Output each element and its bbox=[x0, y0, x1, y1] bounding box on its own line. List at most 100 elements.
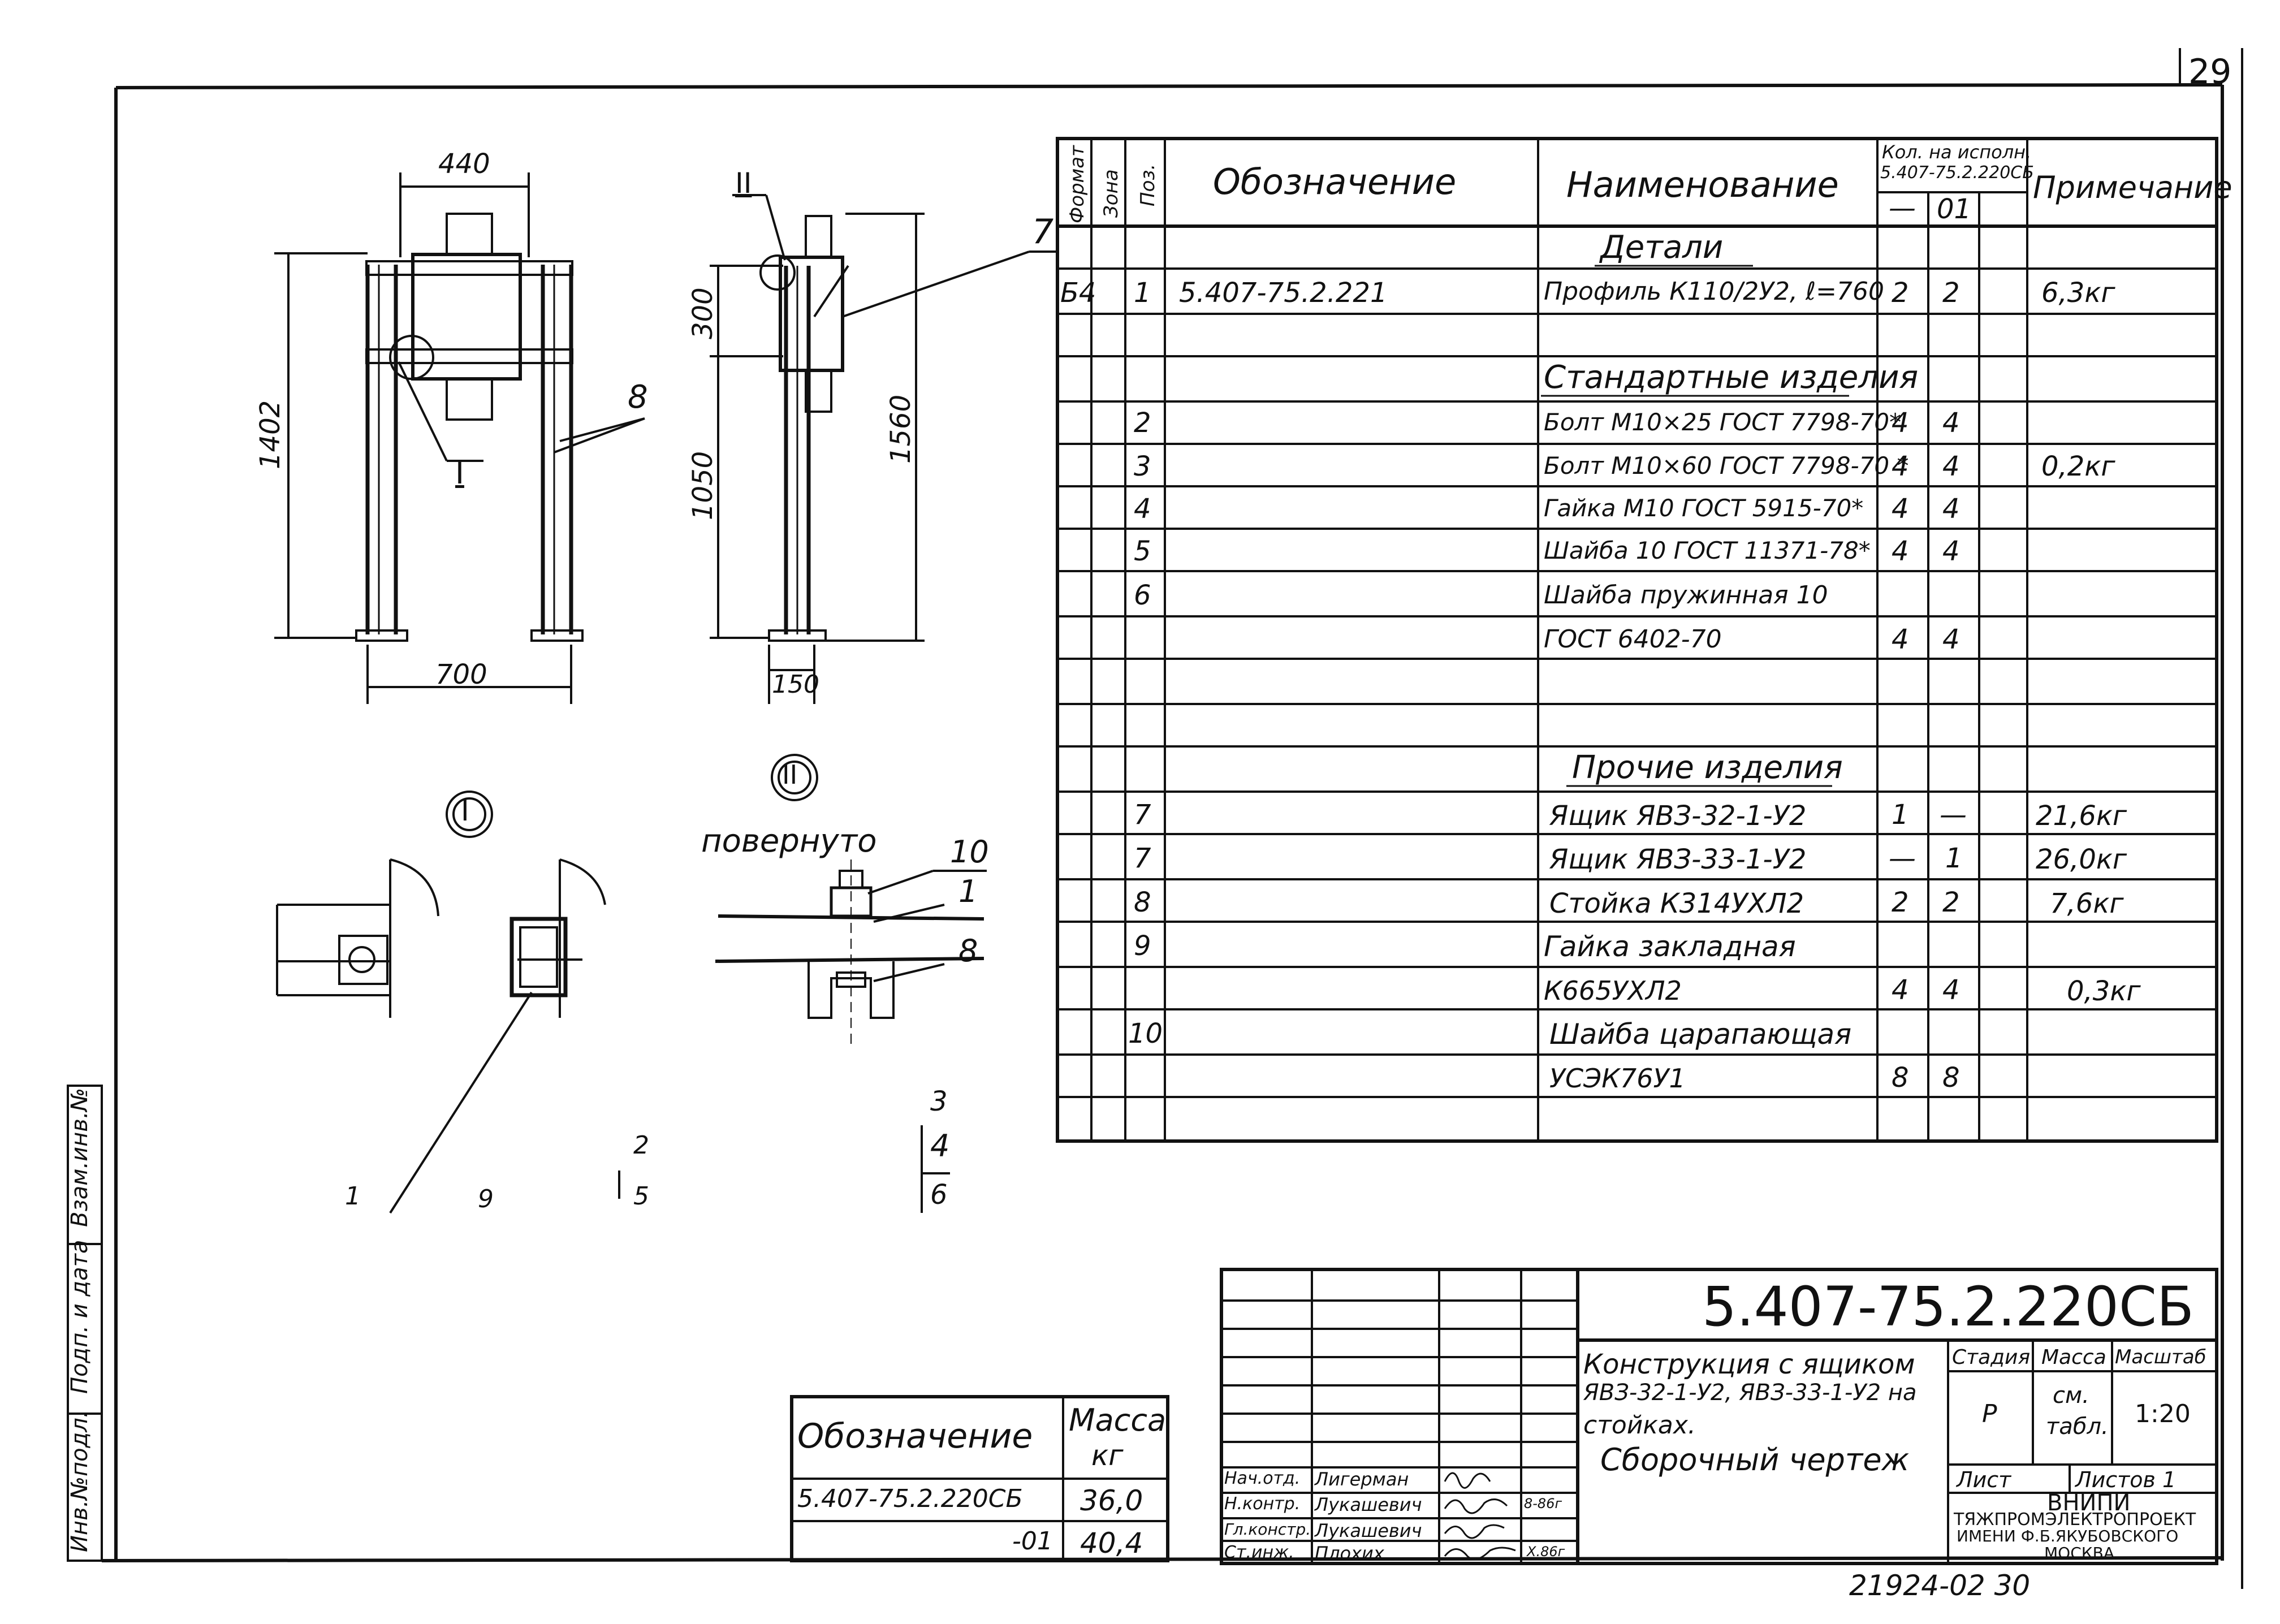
dim-1050: 1050 bbox=[687, 451, 719, 520]
row-name: Шайба 10 ГОСТ 11371-78* bbox=[1544, 537, 1871, 564]
row-qty2: 4 bbox=[1942, 493, 1960, 525]
mass-table-row1-mass: 36,0 bbox=[1080, 1484, 1143, 1517]
role-date: 8-86г bbox=[1524, 1496, 1562, 1511]
mass-value-2: табл. bbox=[2046, 1414, 2109, 1440]
role-label: Гл.констр. bbox=[1224, 1520, 1311, 1539]
header-format: Формат bbox=[1066, 145, 1089, 223]
row-qty1: 4 bbox=[1892, 624, 1909, 655]
mass-value-1: см. bbox=[2053, 1383, 2089, 1409]
callout-6: 6 bbox=[930, 1179, 948, 1211]
row-qty2: 8 bbox=[1942, 1062, 1960, 1094]
role-label: Н.контр. bbox=[1224, 1494, 1301, 1514]
dim-440: 440 bbox=[438, 148, 490, 180]
row-pos: 7 bbox=[1134, 799, 1151, 831]
org-line3: ИМЕНИ Ф.Б.ЯКУБОВСКОГО bbox=[1957, 1527, 2179, 1545]
role-name: Лукашевич bbox=[1315, 1494, 1422, 1515]
row-qty2: 4 bbox=[1942, 407, 1960, 439]
callout-detail-II: II bbox=[735, 167, 752, 200]
mass-table-designation-header: Обозначение bbox=[797, 1416, 1033, 1456]
row-qty2: — bbox=[1940, 799, 1967, 831]
row-qty1: 2 bbox=[1892, 887, 1909, 918]
row-pos: 4 bbox=[1134, 493, 1151, 525]
title-line2: ЯВЗ-32-1-У2, ЯВЗ-33-1-У2 на bbox=[1583, 1380, 1917, 1406]
role-name: Лигерман bbox=[1315, 1468, 1409, 1490]
row-qty2: 4 bbox=[1942, 451, 1960, 482]
mass-table-mass-header: Масса bbox=[1069, 1402, 1167, 1438]
header-qty-title: Кол. на исполн. bbox=[1882, 141, 2032, 163]
section-details: Детали bbox=[1600, 229, 1724, 266]
row-name: Профиль К110/2У2, ℓ=760 bbox=[1544, 277, 1885, 306]
mass-table-row2-mass: 40,4 bbox=[1080, 1527, 1143, 1560]
row-designation: 5.407-75.2.221 bbox=[1179, 277, 1388, 309]
view-label-II: II bbox=[782, 759, 798, 790]
row-name: Шайба царапающая bbox=[1549, 1018, 1852, 1051]
row-name: Ящик ЯВЗ-32-1-У2 bbox=[1549, 800, 1807, 832]
scale-value: 1:20 bbox=[2135, 1400, 2191, 1428]
row-qty2: 1 bbox=[1945, 843, 1963, 874]
role-label: Нач.отд. bbox=[1224, 1468, 1301, 1488]
row-qty1: 4 bbox=[1892, 974, 1909, 1006]
header-zone: Зона bbox=[1100, 169, 1122, 218]
header-qty-code: 5.407-75.2.220СБ bbox=[1880, 163, 2034, 183]
section-standard: Стандартные изделия bbox=[1544, 359, 1919, 396]
sheet-label: Лист bbox=[1957, 1467, 2011, 1492]
bottom-sheet-code: 21924-02 30 bbox=[1849, 1569, 2031, 1602]
row-qty2: 2 bbox=[1942, 277, 1960, 309]
org-line4: МОСКВА bbox=[2044, 1544, 2114, 1562]
stage-label: Стадия bbox=[1952, 1346, 2031, 1369]
title-line3: стойках. bbox=[1583, 1411, 1696, 1440]
row-qty1: 4 bbox=[1892, 451, 1909, 482]
role-name: Плохих bbox=[1315, 1543, 1384, 1564]
role-label: Ст.инж. bbox=[1224, 1543, 1294, 1562]
row-format: Б4 bbox=[1060, 277, 1096, 309]
callout-4: 4 bbox=[930, 1128, 950, 1164]
callout-1-detail: 1 bbox=[345, 1182, 361, 1211]
row-qty1: 8 bbox=[1892, 1062, 1909, 1094]
row-name: Стойка К314УХЛ2 bbox=[1549, 888, 1804, 919]
callout-8-detail: 8 bbox=[958, 933, 978, 969]
title-line4: Сборочный чертеж bbox=[1600, 1442, 1910, 1478]
row-pos: 9 bbox=[1134, 930, 1151, 962]
dim-1402: 1402 bbox=[254, 400, 286, 469]
row-pos: 7 bbox=[1134, 843, 1151, 874]
row-qty1: 4 bbox=[1892, 407, 1909, 439]
row-note: 26,0кг bbox=[2036, 844, 2127, 875]
header-designation: Обозначение bbox=[1213, 161, 1457, 202]
callout-7: 7 bbox=[1032, 212, 1054, 252]
callout-1: 1 bbox=[958, 874, 978, 909]
row-pos: 3 bbox=[1134, 451, 1151, 482]
sheets-label: Листов 1 bbox=[2075, 1467, 2177, 1492]
row-qty2: 2 bbox=[1942, 887, 1960, 918]
row-name: Шайба пружинная 10 bbox=[1544, 581, 1828, 610]
callout-2: 2 bbox=[633, 1131, 649, 1160]
callout-5: 5 bbox=[633, 1182, 649, 1211]
callout-10: 10 bbox=[950, 834, 989, 870]
row-qty1: 2 bbox=[1892, 277, 1909, 309]
row-qty1: 4 bbox=[1892, 493, 1909, 525]
scale-label: Масштаб bbox=[2115, 1346, 2206, 1368]
row-name: ГОСТ 6402-70 bbox=[1544, 625, 1722, 654]
mass-label: Масса bbox=[2041, 1346, 2106, 1369]
row-name: Болт М10×60 ГОСТ 7798-70 * bbox=[1544, 452, 1909, 480]
row-qty1: 4 bbox=[1892, 535, 1909, 567]
row-name: УСЭК76У1 bbox=[1549, 1063, 1686, 1094]
row-note: 6,3кг bbox=[2041, 277, 2115, 309]
org-line2: ТЯЖПРОМЭЛЕКТРОПРОЕКТ bbox=[1954, 1510, 2196, 1530]
row-qty1: — bbox=[1889, 843, 1916, 874]
dim-700: 700 bbox=[435, 659, 487, 690]
callout-detail-I: I bbox=[455, 455, 464, 491]
row-pos: 1 bbox=[1134, 277, 1151, 309]
dim-1560: 1560 bbox=[885, 394, 917, 464]
row-qty2: 4 bbox=[1942, 624, 1960, 655]
header-note: Примечание bbox=[2033, 170, 2232, 205]
row-name: Гайка М10 ГОСТ 5915-70* bbox=[1544, 494, 1864, 522]
callout-9: 9 bbox=[478, 1185, 494, 1213]
dim-300: 300 bbox=[687, 287, 719, 339]
row-note: 0,2кг bbox=[2041, 451, 2115, 482]
header-qty-col2: 01 bbox=[1937, 193, 1972, 225]
side-stamp-original-inv: Инв.№подл. bbox=[67, 1410, 93, 1552]
role-name: Лукашевич bbox=[1315, 1520, 1422, 1541]
row-qty1: 1 bbox=[1892, 799, 1909, 831]
row-name: Болт М10×25 ГОСТ 7798-70* bbox=[1544, 408, 1902, 436]
callout-3: 3 bbox=[930, 1086, 948, 1117]
